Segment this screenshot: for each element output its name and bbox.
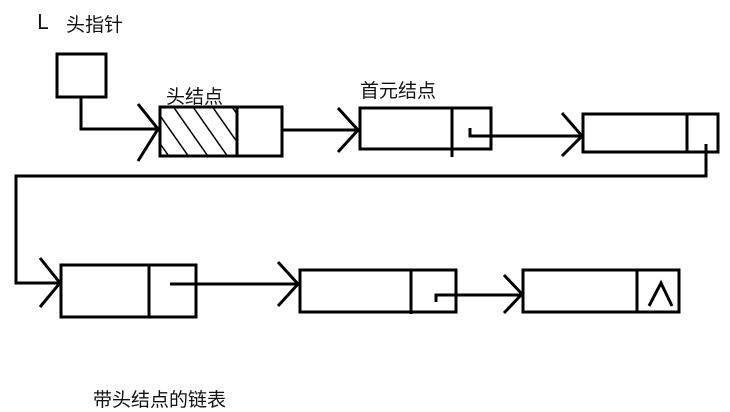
link-first-node-to-node-3 — [468, 128, 580, 138]
node-3 — [581, 112, 720, 154]
head-node-label: 头结点 — [166, 86, 224, 108]
arrowhead-to-node-5 — [276, 260, 301, 308]
head-pointer-box — [55, 52, 108, 99]
arrowhead-to-first-node — [336, 106, 361, 154]
first-node — [358, 106, 493, 157]
null-pointer-icon — [647, 279, 674, 307]
link-node-5-to-tail-node — [434, 293, 520, 302]
link-head-pointer-to-head-node — [79, 97, 158, 131]
node-5 — [298, 268, 458, 314]
head-pointer-label: 头指针 — [66, 14, 124, 36]
diagram-caption: 带头结点的链表 — [93, 389, 227, 411]
node-4 — [59, 263, 198, 319]
list-name-label: L — [37, 10, 49, 34]
link-node-3-to-node-4 — [14, 144, 708, 285]
head-node — [158, 105, 284, 158]
tail-node — [521, 268, 681, 314]
arrowhead-to-head-node — [136, 103, 160, 162]
first-node-label: 首元结点 — [360, 80, 437, 102]
